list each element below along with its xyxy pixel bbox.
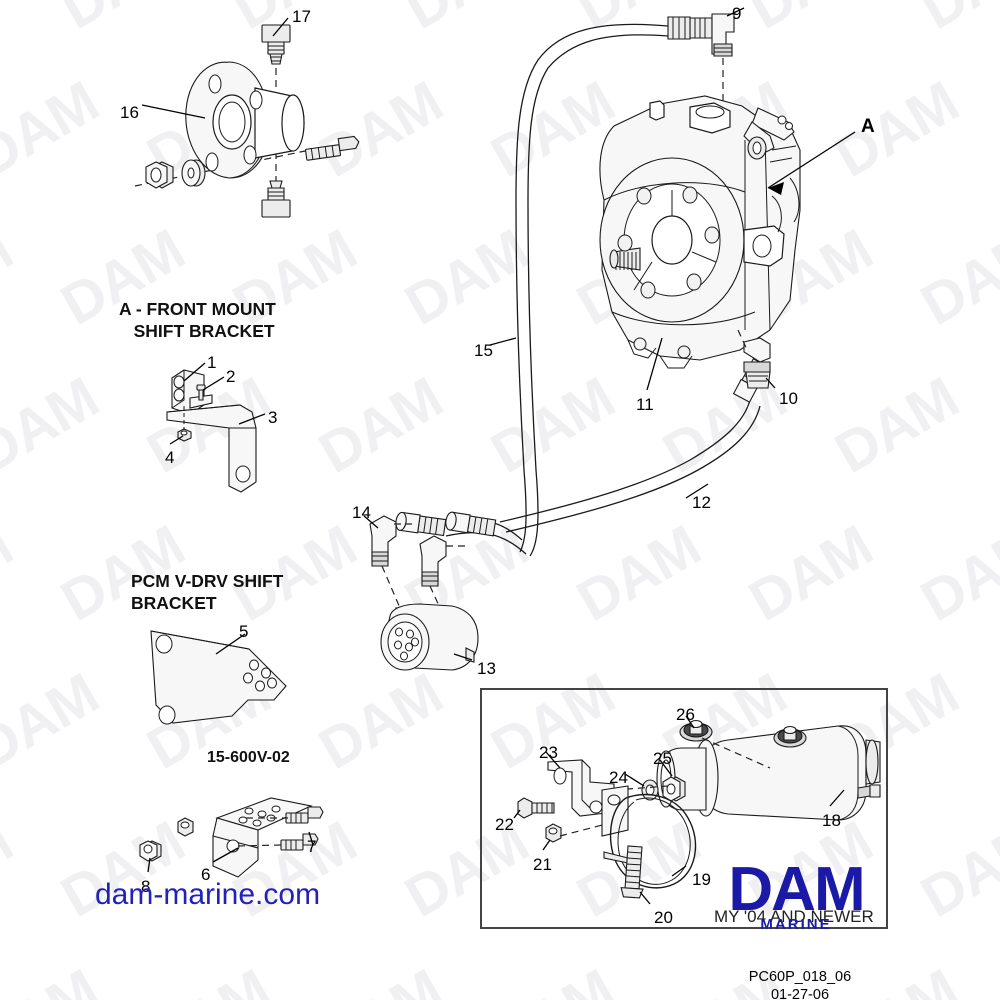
- vdrv-shift-bracket: [150, 630, 287, 725]
- part-number-16: 16: [120, 103, 139, 122]
- part-number-22: 22: [495, 815, 514, 834]
- inset-note-model-year: MY '04 AND NEWER: [714, 907, 874, 926]
- coupler-flange-assembly: [134, 17, 360, 218]
- logo-subtitle: MARINE: [760, 916, 832, 934]
- callout-section-a: A: [861, 116, 875, 137]
- part-number-18: 18: [822, 811, 841, 830]
- part-number-20: 20: [654, 908, 673, 927]
- part-number-9: 9: [732, 4, 742, 23]
- part-number-1: 1: [207, 353, 217, 372]
- logo-wordmark: DAM: [728, 855, 865, 924]
- part-number-10: 10: [779, 389, 798, 408]
- part-number-4: 4: [165, 448, 175, 467]
- oil-cooler-inset-assembly: [513, 715, 881, 905]
- angle-mount-bracket: [139, 797, 324, 878]
- part-number-23: 23: [539, 743, 558, 762]
- footer-drawing-date: 01-27-06: [770, 987, 830, 1000]
- part-number-6: 6: [201, 865, 211, 884]
- dam-marine-logo: DAM MARINE: [706, 855, 886, 934]
- part-number-13: 13: [477, 659, 496, 678]
- part-number-26: 26: [676, 705, 695, 724]
- elbow-fitting-9: [667, 7, 745, 104]
- part-number-7: 7: [307, 837, 317, 856]
- footer-drawing-code: PC60P_018_06: [748, 969, 852, 985]
- transmission-assembly: [599, 95, 801, 391]
- oil-filter-and-fittings: [363, 515, 479, 671]
- part-number-15-600v-02: 15-600V-02: [207, 749, 290, 766]
- heading-vdrv-shift-bracket: PCM V-DRV SHIFT BRACKET: [131, 571, 284, 614]
- part-number-14: 14: [352, 503, 371, 522]
- cooler-hose-15: [395, 23, 669, 557]
- part-number-8: 8: [141, 877, 151, 896]
- part-number-24: 24: [609, 768, 628, 787]
- part-number-19: 19: [692, 870, 711, 889]
- part-number-2: 2: [226, 367, 236, 386]
- part-number-25: 25: [653, 749, 672, 768]
- front-mount-shift-bracket: [166, 362, 266, 493]
- part-number-15: 15: [474, 341, 493, 360]
- inset-frame-oil-cooler: [480, 688, 888, 929]
- part-number-21: 21: [533, 855, 552, 874]
- section-a-callout-arrow: [767, 131, 856, 195]
- part-number-3: 3: [268, 408, 278, 427]
- site-url-watermark: dam-marine.com: [95, 878, 321, 911]
- part-number-5: 5: [239, 622, 249, 641]
- part-number-12: 12: [692, 493, 711, 512]
- part-number-17: 17: [292, 7, 311, 26]
- part-number-11: 11: [636, 395, 654, 414]
- elbow-fitting-10: [737, 329, 776, 389]
- heading-front-mount-shift-bracket: A - FRONT MOUNT SHIFT BRACKET: [119, 299, 276, 342]
